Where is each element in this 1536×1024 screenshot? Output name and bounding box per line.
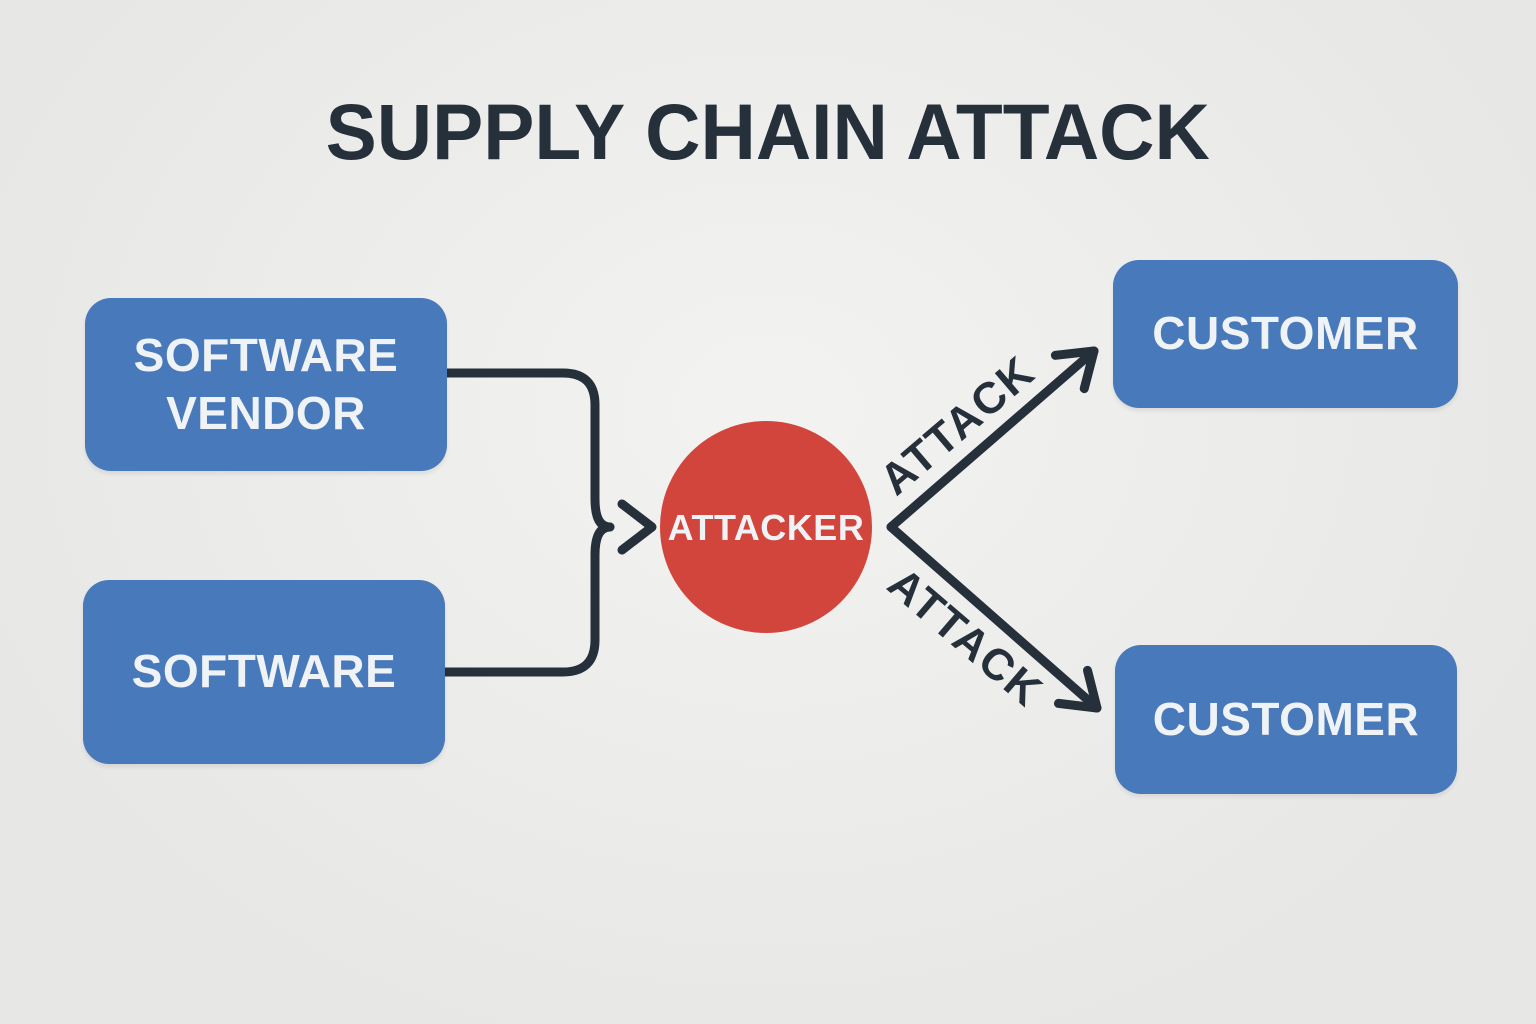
- diagram-title: SUPPLY CHAIN ATTACK: [0, 92, 1536, 171]
- node-customer-bottom: CUSTOMER: [1115, 645, 1457, 794]
- node-software-vendor: SOFTWARE VENDOR: [85, 298, 447, 471]
- node-software: SOFTWARE: [83, 580, 445, 764]
- merge-arrowhead-icon: [617, 499, 657, 555]
- diagram-title-text: SUPPLY CHAIN ATTACK: [325, 87, 1211, 176]
- node-customer-top-label: CUSTOMER: [1152, 307, 1419, 360]
- node-customer-bottom-label: CUSTOMER: [1152, 692, 1420, 745]
- node-attacker-label: ATTACKER: [667, 506, 865, 548]
- attack-label-lower: ATTACK: [878, 558, 1053, 717]
- connector-software-to-merge: [440, 522, 615, 677]
- node-customer-top: CUSTOMER: [1113, 260, 1458, 408]
- connector-software-vendor-to-merge: [442, 368, 615, 532]
- node-software-vendor-label: SOFTWARE VENDOR: [133, 329, 399, 439]
- attack-label-upper: ATTACK: [870, 346, 1045, 505]
- node-software-label: SOFTWARE: [131, 645, 397, 698]
- node-attacker: ATTACKER: [660, 421, 872, 633]
